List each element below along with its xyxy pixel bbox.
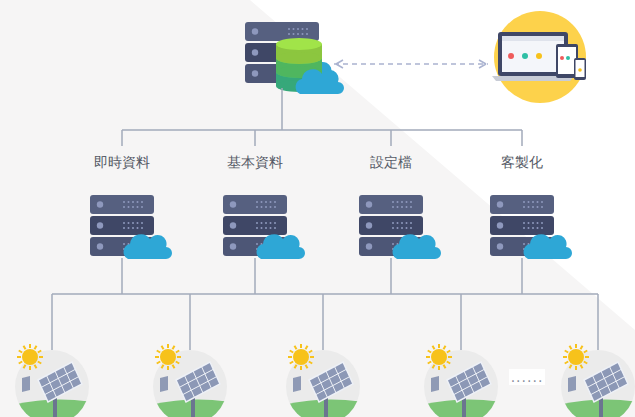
server-icon xyxy=(359,195,441,259)
node-label: 設定檔 xyxy=(370,153,412,171)
solar-panel-icon xyxy=(283,344,363,417)
sync-arrow xyxy=(334,60,488,68)
server-node: 客製化 xyxy=(497,151,547,173)
tree-lines xyxy=(52,88,598,350)
node-label: 基本資料 xyxy=(227,153,283,171)
solar-panel-icon xyxy=(558,344,635,417)
server-node: 即時資料 xyxy=(90,151,154,173)
solar-panel-icon xyxy=(150,344,230,417)
node-label: 即時資料 xyxy=(94,153,150,171)
solar-panel-icon xyxy=(12,344,92,417)
server-icon xyxy=(490,195,572,259)
server-icon xyxy=(90,195,172,259)
solar-panel-icon xyxy=(421,344,501,417)
server-node: 設定檔 xyxy=(366,151,416,173)
server-icon xyxy=(223,195,305,259)
ellipsis-label: ...... xyxy=(509,369,546,385)
node-label: 客製化 xyxy=(501,153,543,171)
laptop-icon xyxy=(492,11,586,103)
database-icon xyxy=(276,38,344,94)
server-node: 基本資料 xyxy=(223,151,287,173)
